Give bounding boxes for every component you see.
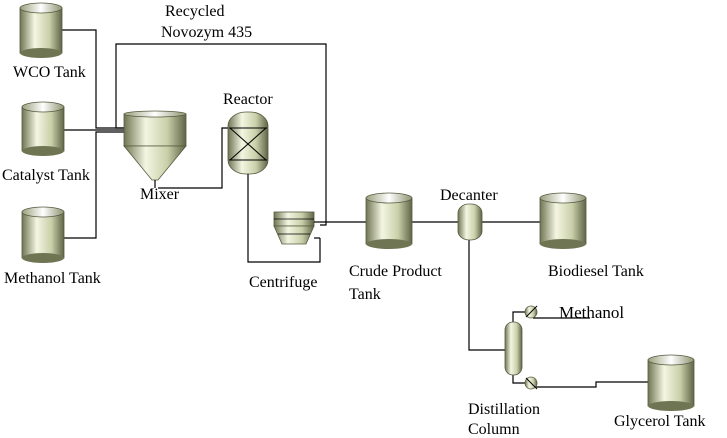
wco-tank-label: WCO Tank bbox=[13, 64, 86, 81]
mixer-label: Mixer bbox=[140, 186, 180, 203]
biodiesel-tank-label: Biodiesel Tank bbox=[548, 263, 644, 280]
mixer-icon bbox=[123, 110, 187, 188]
reactor-label: Reactor bbox=[223, 91, 273, 108]
mixer-reactor-pipe bbox=[158, 127, 228, 189]
wco-tank-icon bbox=[19, 2, 63, 58]
crude-product-label-line1: Crude Product bbox=[349, 263, 442, 280]
decanter-icon bbox=[457, 203, 483, 241]
methanol-tank-icon bbox=[21, 206, 65, 263]
distillation-label-line1: Distillation bbox=[468, 401, 540, 418]
reactor-centrifuge-pipe bbox=[247, 185, 321, 263]
centrifuge-icon bbox=[273, 211, 320, 245]
biodiesel-tank-icon bbox=[539, 192, 587, 249]
recycled-label-line1: Recycled bbox=[165, 3, 225, 20]
distillation-top-pipe bbox=[512, 311, 527, 322]
pipe-network bbox=[62, 29, 648, 388]
crude-product-tank-icon bbox=[365, 192, 413, 249]
centrifuge-label: Centrifuge bbox=[249, 274, 317, 291]
glycerol-pipe bbox=[533, 381, 648, 388]
glycerol-tank-icon bbox=[647, 354, 695, 411]
distillation-bottom-pipe bbox=[512, 375, 527, 384]
decanter-label: Decanter bbox=[440, 187, 498, 204]
methanol-output-label: Methanol bbox=[559, 303, 624, 322]
condenser-icon bbox=[524, 305, 538, 319]
reactor-icon bbox=[227, 111, 269, 185]
catalyst-tank-label: Catalyst Tank bbox=[2, 167, 90, 184]
catalyst-tank-icon bbox=[21, 101, 65, 156]
methanol-tank-label: Methanol Tank bbox=[4, 270, 101, 287]
decanter-distillation-pipe bbox=[468, 240, 505, 351]
methanol-pipe bbox=[64, 131, 124, 239]
glycerol-tank-label: Glycerol Tank bbox=[614, 413, 705, 430]
recycled-label-line2: Novozym 435 bbox=[161, 24, 252, 41]
distillation-label-line2: Column bbox=[468, 421, 520, 438]
crude-product-label-line2: Tank bbox=[349, 286, 381, 303]
wco-pipe bbox=[62, 29, 124, 129]
reboiler-icon bbox=[524, 376, 538, 390]
distillation-column-icon bbox=[504, 305, 538, 390]
